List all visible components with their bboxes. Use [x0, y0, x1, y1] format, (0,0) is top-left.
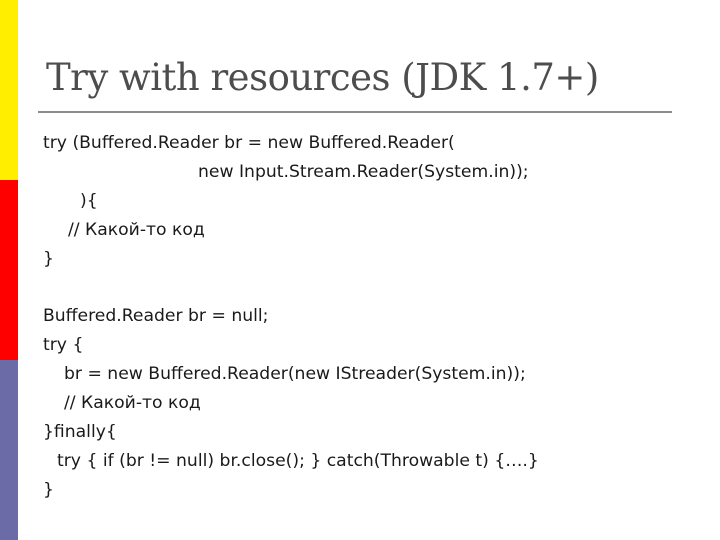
- code-line: try (Buffered.Reader br = new Buffered.R…: [43, 133, 455, 153]
- code-line: }: [43, 249, 54, 269]
- code-line: new Input.Stream.Reader(System.in));: [198, 162, 529, 182]
- code-comment: // Какой-то код: [64, 393, 201, 413]
- slide-title: Try with resources (JDK 1.7+): [46, 56, 599, 99]
- code-line: ){: [80, 191, 98, 211]
- code-line: }finally{: [43, 422, 117, 442]
- code-line: Buffered.Reader br = null;: [43, 306, 269, 326]
- code-line: }: [43, 480, 54, 500]
- code-line: br = new Buffered.Reader(new IStreader(S…: [64, 364, 526, 384]
- sidebar-band-yellow: [0, 0, 18, 180]
- sidebar-band-red: [0, 180, 18, 360]
- title-underline: [38, 111, 672, 113]
- sidebar-band-blue: [0, 360, 18, 540]
- code-comment: // Какой-то код: [68, 220, 205, 240]
- sidebar-color-bar: [0, 0, 18, 540]
- code-line: try { if (br != null) br.close(); } catc…: [57, 451, 539, 471]
- code-line: try {: [43, 335, 84, 355]
